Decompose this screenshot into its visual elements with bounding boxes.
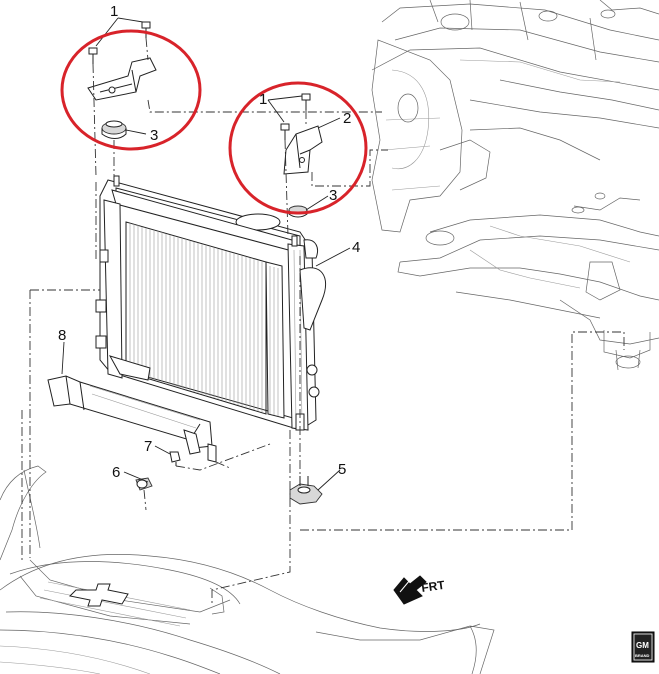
air-deflector — [47, 375, 217, 463]
bowtie-emblem-icon — [68, 583, 129, 607]
front-fascia-grille — [0, 465, 495, 674]
callout-1-right: 1 — [259, 91, 267, 108]
radiator-condenser-assembly — [95, 175, 327, 431]
right-upper-bracket — [280, 93, 323, 218]
lower-mount-insulator — [289, 476, 323, 505]
upper-isolator — [101, 120, 127, 139]
vehicle-body-structure — [371, 0, 659, 371]
core-fins — [129, 223, 263, 412]
callout-1-left: 1 — [110, 3, 118, 20]
gm-logo-subtext: BRAND — [635, 653, 650, 658]
left-upper-bracket — [87, 21, 157, 139]
alignment-lines — [21, 37, 625, 606]
callout-7: 7 — [144, 438, 152, 455]
bracket-bolt — [88, 47, 98, 64]
callout-4: 4 — [352, 239, 360, 256]
callout-6: 6 — [112, 464, 120, 481]
highlight-ring-left-bracket — [60, 29, 202, 151]
retainer-clip — [169, 451, 181, 466]
callout-3-right: 3 — [329, 187, 337, 204]
gm-logo-badge: GM BRAND — [631, 631, 655, 663]
bracket-bolt — [280, 123, 290, 140]
frt-label: FRT — [420, 578, 446, 595]
lower-bolt — [135, 477, 153, 491]
callout-3-left: 3 — [150, 127, 158, 144]
bracket-bolt — [141, 21, 151, 38]
front-arrow-icon — [393, 575, 427, 605]
bracket-bolt — [301, 93, 311, 110]
callout-8: 8 — [58, 327, 66, 344]
leader-lines — [61, 17, 351, 491]
highlight-ring-right-bracket — [228, 81, 368, 215]
callout-2-right: 2 — [343, 110, 351, 127]
callout-5: 5 — [338, 461, 346, 478]
front-direction-indicator: FRT — [393, 575, 446, 605]
gm-logo-text: GM — [636, 641, 649, 650]
